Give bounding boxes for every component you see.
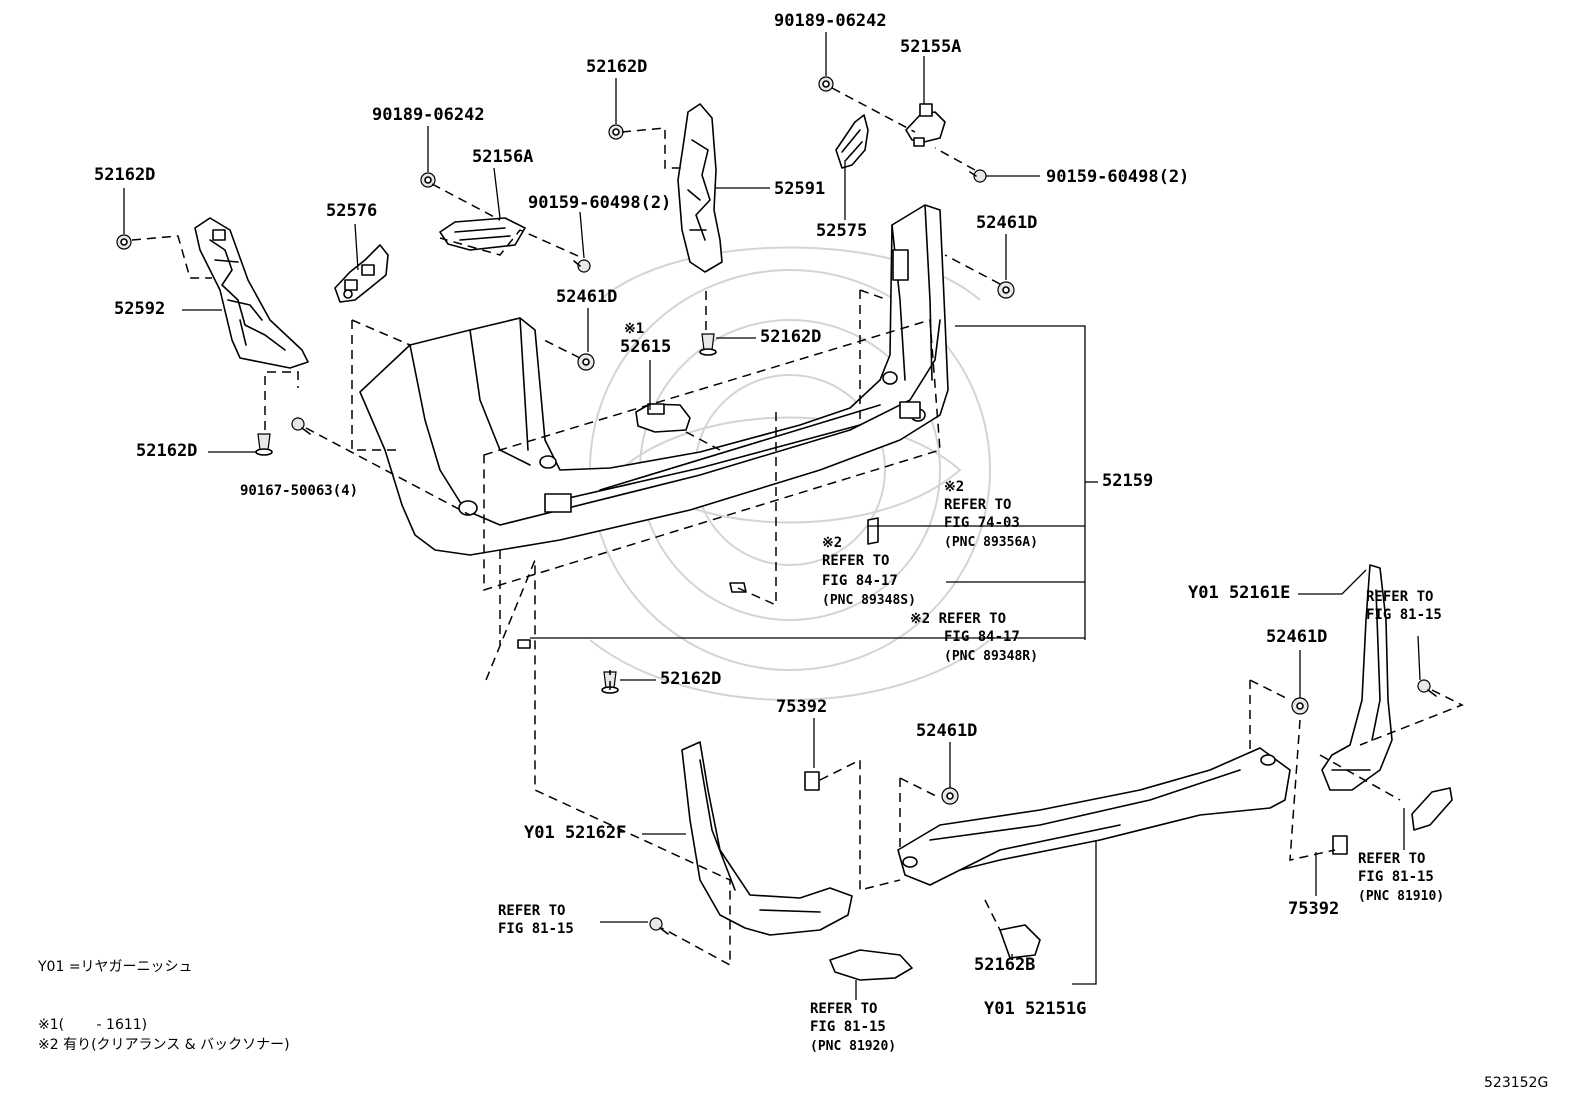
part-label-52162D-center: 52162D (760, 327, 822, 347)
figure-id: 523152G (1484, 1075, 1549, 1091)
part-label-52615-note-mark: ※1 (624, 321, 645, 337)
part-label-52151G: Y01 52151G (984, 999, 1087, 1019)
part-label-52592: 52592 (114, 299, 166, 319)
part-label-75392-right: 75392 (1288, 899, 1340, 919)
side-retainer-52591 (677, 103, 723, 273)
bracket-52156A (439, 217, 526, 251)
garnish-left-52162F (681, 741, 853, 936)
rear-bumper-cover (359, 204, 949, 556)
part-label-75392-left: 75392 (776, 697, 828, 717)
ref-81920-refer: REFER TO (810, 1001, 878, 1017)
part-label-52162F: Y01 52162F (524, 823, 627, 843)
ref-81910-pnc: (PNC 81910) (1358, 889, 1445, 904)
assembly-guide-lines (131, 87, 1464, 967)
part-label-52461D-lower-center: 52461D (916, 721, 978, 741)
part-label-52161E: Y01 52161E (1188, 583, 1291, 603)
part-label-52461D-right: 52461D (976, 213, 1038, 233)
garnish-right-52161E (1321, 564, 1393, 791)
part-label-52162D-left: 52162D (136, 441, 198, 461)
part-label-90167: 90167-50063(4) (240, 483, 359, 499)
ref-89348S-note: ※2 (822, 535, 843, 551)
part-label-52162D-upper-center: 52162D (586, 57, 648, 77)
footnote-1: ※1( - 1611) (38, 1017, 148, 1033)
side-retainer-left (194, 217, 309, 369)
bracket-52576 (334, 244, 389, 303)
ref-81-15-right-fig: FIG 81-15 (1366, 607, 1442, 623)
part-label-52591: 52591 (774, 179, 826, 199)
part-label-52162D-lower: 52162D (660, 669, 722, 689)
reflector-right (1411, 787, 1453, 831)
part-label-90159-right: 90159-60498(2) (1046, 167, 1190, 187)
ref-81-15-right-refer: REFER TO (1366, 589, 1434, 605)
bracket-52162B (999, 924, 1041, 959)
ref-81910-fig: FIG 81-15 (1358, 869, 1434, 885)
part-label-52155A: 52155A (900, 37, 962, 57)
leader-lines (123, 32, 1421, 1000)
ref-81910-refer: REFER TO (1358, 851, 1426, 867)
bracket-52155A (905, 103, 946, 147)
part-label-90189-left: 90189-06242 (372, 105, 485, 125)
part-label-52576: 52576 (326, 201, 378, 221)
ref-81920-fig: FIG 81-15 (810, 1019, 886, 1035)
ref-89348R-pnc: (PNC 89348R) (944, 649, 1038, 664)
legend-y01: Y01 =リヤガーニッシュ (38, 959, 193, 975)
part-label-52156A: 52156A (472, 147, 534, 167)
ref-89356A-fig: FIG 74-03 (944, 515, 1020, 531)
ref-89348S-pnc: (PNC 89348S) (822, 593, 916, 608)
part-label-52159: 52159 (1102, 471, 1154, 491)
ref-89356A-pnc: (PNC 89356A) (944, 535, 1038, 550)
part-label-52461D-center: 52461D (556, 287, 618, 307)
ref-89348R-fig: FIG 84-17 (944, 629, 1020, 645)
garnish-center-52151G (897, 747, 1291, 886)
reflector-left (829, 949, 913, 981)
part-label-52162B: 52162B (974, 955, 1036, 975)
ref-89348S-fig: FIG 84-17 (822, 573, 898, 589)
ref-81-15-left-fig: FIG 81-15 (498, 921, 574, 937)
part-label-52615: 52615 (620, 337, 672, 357)
bracket-52575 (835, 114, 869, 169)
ref-89356A-note: ※2 (944, 479, 965, 495)
ref-81-15-left-refer: REFER TO (498, 903, 566, 919)
part-label-90189-top: 90189-06242 (774, 11, 887, 31)
part-label-52461D-lower-right: 52461D (1266, 627, 1328, 647)
ref-89356A-refer: REFER TO (944, 497, 1012, 513)
fasteners (116, 76, 1437, 935)
part-label-90159-left: 90159-60498(2) (528, 193, 672, 213)
part-label-52575: 52575 (816, 221, 868, 241)
ref-89348S-refer: REFER TO (822, 553, 890, 569)
sensor-holder-52615 (635, 403, 691, 433)
ref-89348R-refer: ※2 REFER TO (910, 611, 1007, 627)
watermark-emblem (589, 246, 991, 701)
footnote-2: ※2 有り(クリアランス & バックソナー) (38, 1037, 290, 1053)
part-label-52162D-top-left: 52162D (94, 165, 156, 185)
ref-81920-pnc: (PNC 81920) (810, 1039, 897, 1054)
